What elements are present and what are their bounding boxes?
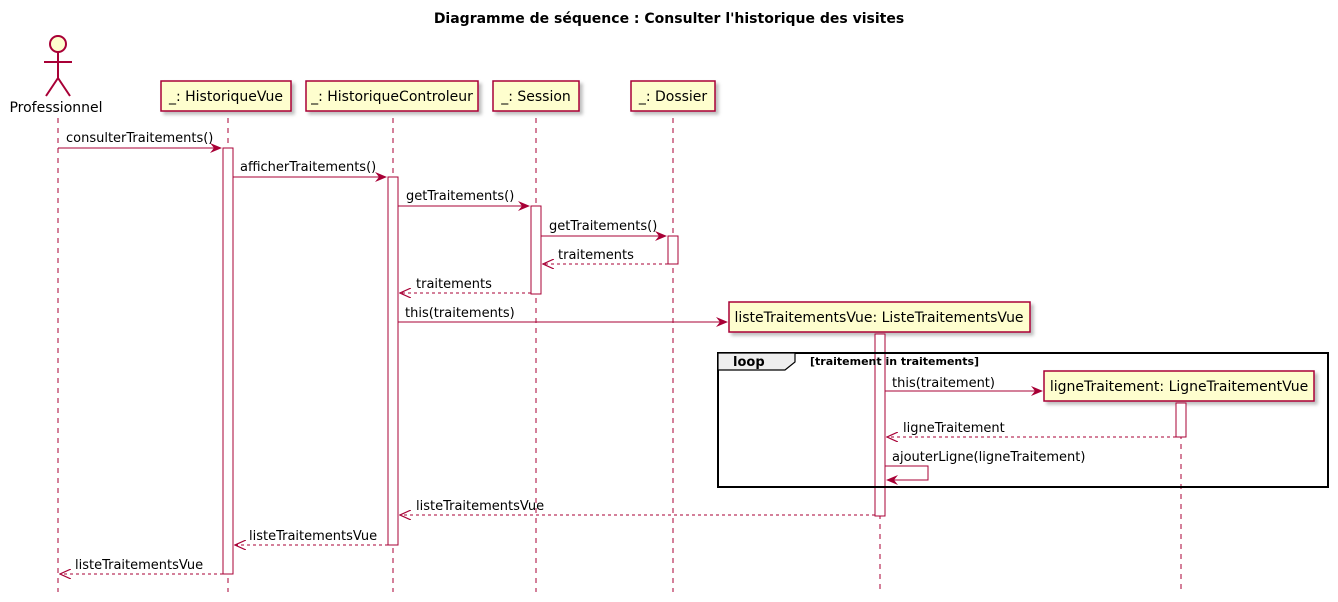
message-label: this(traitements) <box>405 306 515 321</box>
activation-bars <box>222 147 1187 575</box>
message-label: listeTraitementsVue <box>75 558 203 573</box>
message-get-traitements-session: getTraitements() <box>398 189 530 211</box>
participant-label: _: Dossier <box>638 89 708 105</box>
activation-liste-traitements-vue <box>874 333 886 517</box>
return-ligne-traitement: ligneTraitement <box>887 421 1176 437</box>
message-get-traitements-dossier: getTraitements() <box>541 219 667 241</box>
return-traitements-dossier: traitements <box>543 248 668 264</box>
activation-historique-controleur <box>387 176 399 546</box>
message-afficher-traitements: afficherTraitements() <box>233 160 387 182</box>
message-ajouter-ligne-self: ajouterLigne(ligneTraitement) <box>885 450 1085 485</box>
activation-historique-vue <box>222 147 234 575</box>
activation-dossier <box>667 235 679 265</box>
return-liste-traitements-vue-controleur: listeTraitementsVue <box>400 499 875 515</box>
message-label: getTraitements() <box>406 189 514 204</box>
activation-session <box>530 205 542 295</box>
return-liste-traitements-vue-vue: listeTraitementsVue <box>235 529 388 545</box>
loop-keyword: loop <box>733 355 765 370</box>
loop-condition: [traitement in traitements] <box>810 355 979 368</box>
message-label: listeTraitementsVue <box>416 499 544 514</box>
actor-stick-figure-icon <box>44 35 72 97</box>
participant-dossier: _: Dossier <box>630 80 716 112</box>
message-create-liste-traitements-vue: this(traitements) <box>398 306 728 327</box>
participant-label: listeTraitementsVue: ListeTraitementsVue <box>734 310 1023 326</box>
message-create-ligne-traitement: this(traitement) <box>885 376 1043 396</box>
participant-historique-vue: _: HistoriqueVue <box>160 80 292 112</box>
participant-label: _: Session <box>500 89 571 105</box>
message-consulter-traitements: consulterTraitements() <box>58 131 222 153</box>
message-label: afficherTraitements() <box>240 160 376 175</box>
actor-label: Professionnel <box>9 100 102 116</box>
participant-ligne-traitement: ligneTraitement: LigneTraitementVue <box>1043 370 1315 402</box>
participant-historique-controleur: _: HistoriqueControleur <box>305 80 479 112</box>
actor-professionnel: Professionnel <box>9 35 103 116</box>
participant-label: _: HistoriqueVue <box>168 89 283 105</box>
participant-label: _: HistoriqueControleur <box>310 89 473 105</box>
message-label: getTraitements() <box>549 219 657 234</box>
activation-ligne-traitement <box>1175 402 1187 438</box>
return-liste-traitements-vue-actor: listeTraitementsVue <box>60 558 223 574</box>
return-traitements-session: traitements <box>400 277 531 293</box>
message-label: traitements <box>558 248 634 263</box>
message-label: ajouterLigne(ligneTraitement) <box>892 450 1085 465</box>
message-label: ligneTraitement <box>903 421 1005 436</box>
messages: consulterTraitements() afficherTraitemen… <box>58 131 1176 574</box>
participant-session: _: Session <box>492 80 580 112</box>
participant-label: ligneTraitement: LigneTraitementVue <box>1050 379 1308 395</box>
message-label: traitements <box>416 277 492 292</box>
diagram-title: Diagramme de séquence : Consulter l'hist… <box>434 11 904 27</box>
participant-liste-traitements-vue: listeTraitementsVue: ListeTraitementsVue <box>728 301 1031 333</box>
message-label: consulterTraitements() <box>66 131 213 146</box>
message-label: listeTraitementsVue <box>249 529 377 544</box>
loop-frame: loop [traitement in traitements] <box>717 352 1329 488</box>
message-label: this(traitement) <box>892 376 995 391</box>
